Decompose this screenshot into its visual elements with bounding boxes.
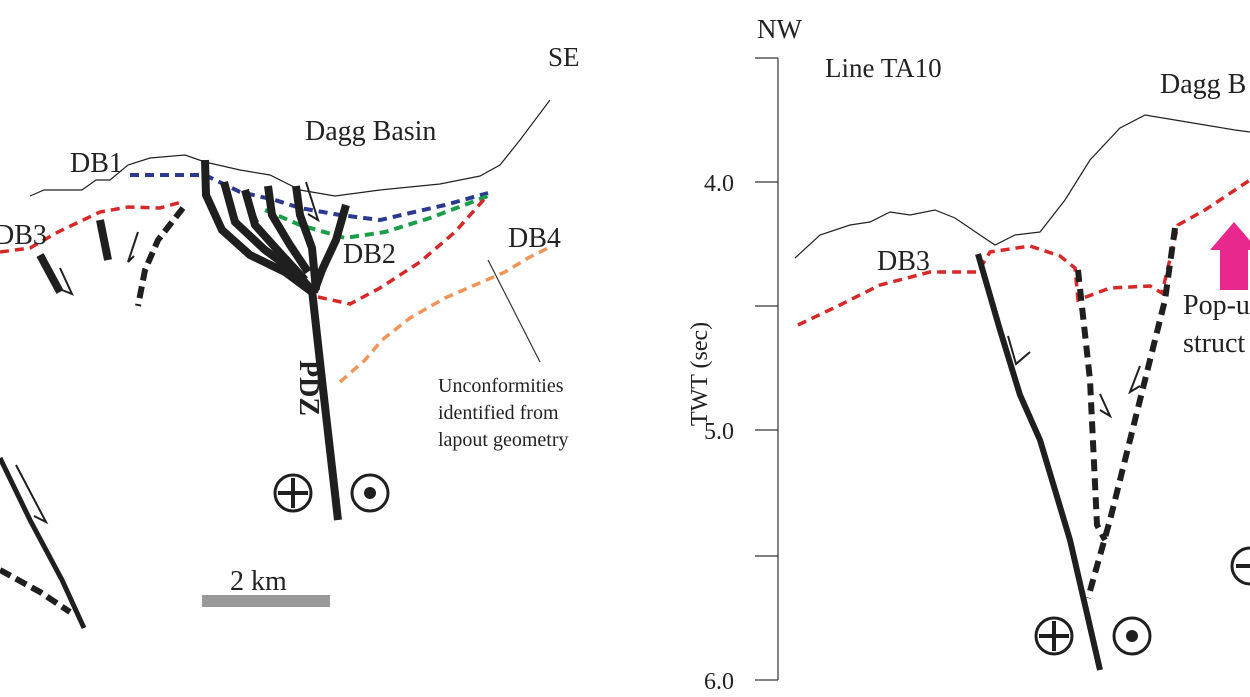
right-panel: 4.0 5.0 6.0 TWT (sec)	[687, 14, 1250, 695]
left-seafloor-line	[29, 99, 551, 197]
dashed-fault-right-2	[1085, 227, 1178, 599]
db3-horizon-line-right	[797, 178, 1250, 327]
label-db3-left: DB3	[0, 220, 47, 251]
flower-splay-6	[310, 203, 350, 294]
half-arrow-4	[15, 464, 49, 525]
db3-horizon-line-left	[0, 200, 183, 254]
annotation-leader-line	[487, 259, 541, 363]
dot-circle-symbol-right	[1112, 616, 1152, 656]
flower-splay-5	[292, 185, 320, 291]
scale-bar-label: 2 km	[230, 566, 287, 597]
tick-label-4-0: 4.0	[704, 171, 734, 197]
tick-label-6-0: 6.0	[704, 669, 734, 695]
flower-splay-1	[201, 159, 315, 296]
db1-horizon-line	[130, 173, 489, 223]
label-db2: DB2	[343, 239, 396, 270]
left-basin-label: Dagg Basin	[305, 116, 436, 147]
pdz-fault-trunk	[308, 289, 342, 521]
shear-sense-arrows-right	[1007, 335, 1141, 419]
twt-axis-title: TWT (sec)	[687, 322, 713, 426]
dot-circle-symbol-left	[350, 473, 390, 513]
scale-bar	[202, 595, 330, 607]
left-direction-label: SE	[548, 42, 580, 72]
db2-horizon-line	[264, 194, 489, 241]
twt-axis	[755, 57, 779, 681]
deep-fault-left	[0, 456, 87, 630]
dashed-fault-right-1	[1075, 269, 1108, 542]
annotation-line-1: Unconformities	[438, 375, 564, 397]
flower-splay-4	[264, 185, 312, 275]
half-arrow-3	[305, 181, 320, 223]
right-basin-label: Dagg B	[1160, 69, 1246, 100]
minus-circle-symbol-right	[1230, 546, 1250, 586]
tick-label-5-0: 5.0	[704, 419, 734, 445]
left-panel: SE Dagg Basin DB1 DB2 DB3 DB4 PDZ Unconf…	[0, 42, 580, 630]
label-pdz: PDZ	[293, 360, 324, 416]
half-arrow-5	[249, 203, 259, 223]
half-arrow-1	[59, 267, 74, 296]
annotation-line-2: identified from	[438, 402, 559, 424]
right-seafloor-line	[794, 114, 1250, 259]
half-arrow-2	[127, 231, 139, 263]
flower-splay-3	[241, 188, 308, 283]
half-arrow-r3	[1128, 365, 1141, 395]
half-arrow-r2	[1099, 393, 1113, 419]
deep-fault-dashed	[0, 567, 72, 615]
half-arrow-r1	[1007, 335, 1031, 366]
small-fault-center	[96, 219, 112, 261]
label-db1: DB1	[70, 148, 123, 179]
label-db3-right: DB3	[877, 246, 930, 277]
line-label: Line TA10	[825, 53, 942, 83]
right-direction-label: NW	[757, 14, 802, 44]
db3-horizon-line-basin	[317, 193, 490, 306]
plus-circle-symbol-right	[1034, 616, 1074, 656]
popup-label-line-1: Pop-u	[1183, 290, 1250, 321]
small-fault-db3-left	[36, 253, 64, 294]
popup-arrow	[1210, 222, 1250, 290]
annotation-line-3: lapout geometry	[438, 429, 569, 451]
shear-sense-arrows-left	[15, 181, 320, 525]
label-db4: DB4	[508, 223, 561, 254]
popup-label-line-2: struct	[1183, 328, 1245, 359]
flower-structure-faults	[201, 159, 350, 521]
main-fault-right	[975, 253, 1103, 671]
db4-horizon-line	[338, 244, 553, 384]
small-fault-dashed	[135, 206, 186, 307]
plus-circle-symbol-left	[273, 473, 313, 513]
